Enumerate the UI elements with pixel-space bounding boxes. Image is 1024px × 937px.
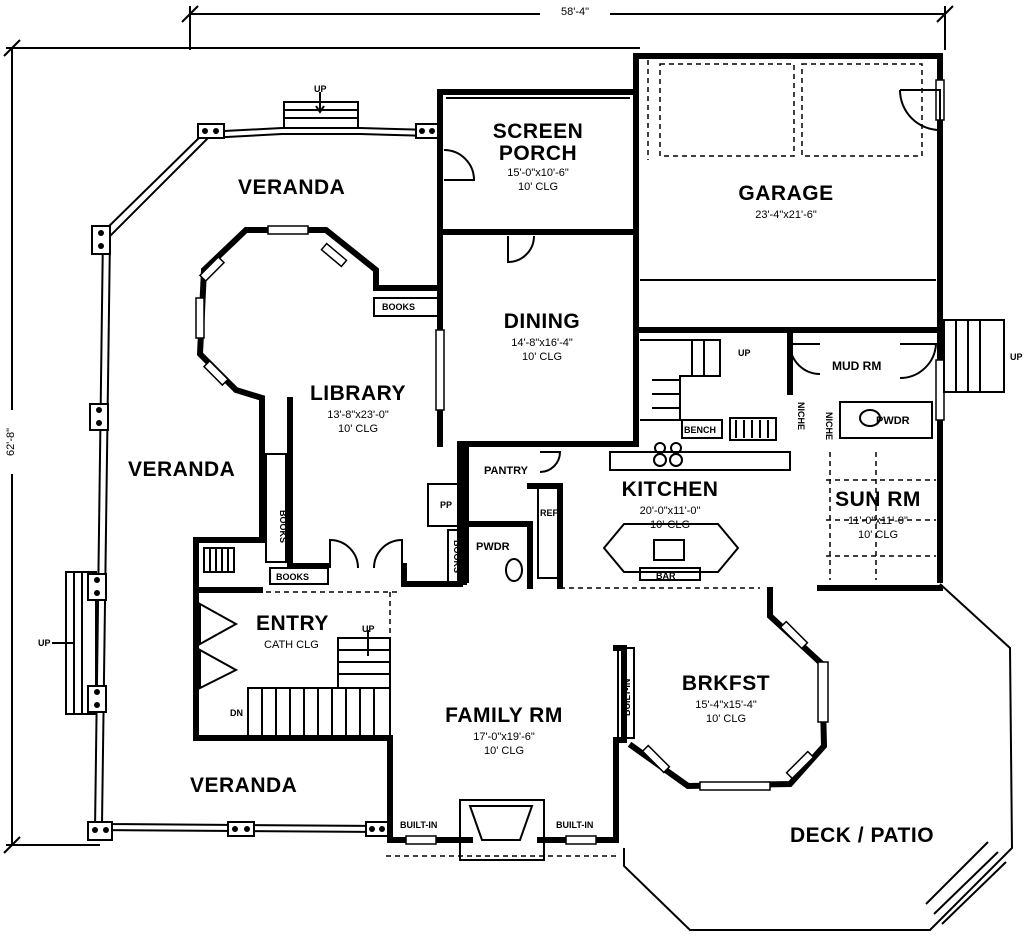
deck-patio-label: DECK / PATIO [790, 824, 934, 847]
library-ceiling: 10' CLG [338, 423, 378, 435]
bar-label: BAR [656, 571, 676, 581]
overall-width-label: 58'-4" [561, 6, 589, 18]
overall-depth-label: 62'-8" [5, 428, 17, 456]
sun-rm-label: SUN RM [835, 488, 921, 511]
pantry-label: PANTRY [484, 465, 529, 477]
brkfst-label: BRKFST [682, 672, 770, 695]
library-size: 13'-8"x23'-0" [327, 409, 389, 421]
screen-porch-label-2: PORCH [499, 142, 577, 165]
family-rm-label: FAMILY RM [445, 704, 563, 727]
books-label-top: BOOKS [382, 302, 415, 312]
veranda-posts [87, 123, 439, 841]
ref-label: REF [540, 508, 559, 518]
sun-rm-size: 11'-0"x11'-0" [848, 515, 908, 527]
pp-label: PP [440, 500, 452, 510]
pwdr-label-kitchen: PWDR [476, 541, 510, 553]
veranda-up-label-top: UP [314, 84, 327, 94]
stair-up-label-kitchen: UP [738, 348, 751, 358]
kitchen-ceiling: 10' CLG [650, 519, 690, 531]
screen-porch-size: 15'-0"x10'-6" [507, 167, 569, 179]
built-in-label-right: BUILT-IN [556, 820, 593, 830]
built-in-label-left: BUILT-IN [400, 820, 437, 830]
screen-porch-ceiling: 10' CLG [518, 181, 558, 193]
niche-label-1: NICHE [796, 402, 806, 430]
family-rm-size: 17'-0"x19'-6" [473, 731, 535, 743]
brkfst-size: 15'-4"x15'-4" [695, 699, 757, 711]
veranda-left-steps [52, 571, 97, 715]
dining-ceiling: 10' CLG [522, 351, 562, 363]
dining-label: DINING [504, 310, 581, 333]
pwdr-label-sun: PWDR [876, 415, 910, 427]
dining-size: 14'-8"x16'-4" [511, 337, 573, 349]
garage-size: 23'-4"x21'-6" [755, 209, 817, 221]
veranda-bottom-label: VERANDA [190, 774, 297, 797]
veranda-top-label: VERANDA [238, 176, 345, 199]
annotation-labels: BOOKS BOOKS BOOKS BOOKS PP REF BAR BENCH… [230, 302, 1023, 830]
built-in-label-family: BUILT-IN [622, 679, 632, 716]
brkfst-ceiling: 10' CLG [706, 713, 746, 725]
bench-label: BENCH [684, 425, 716, 435]
library-label: LIBRARY [310, 382, 406, 405]
kitchen-label: KITCHEN [622, 478, 719, 501]
garage-doors [647, 60, 923, 160]
fixtures [203, 297, 1005, 861]
kitchen-size: 20'-0"x11'-0" [640, 505, 701, 517]
family-rm-ceiling: 10' CLG [484, 745, 524, 757]
veranda-top-steps [283, 92, 359, 129]
deck-outline [623, 583, 1014, 931]
entry-label: ENTRY [256, 612, 329, 635]
mud-up-label: UP [1010, 352, 1023, 362]
books-label-left: BOOKS [278, 510, 288, 543]
veranda-left-label: VERANDA [128, 458, 235, 481]
room-labels: VERANDA VERANDA VERANDA SCREEN PORCH 15'… [128, 120, 934, 847]
windows [195, 79, 945, 845]
books-label-bottom: BOOKS [276, 572, 309, 582]
stair-up-label-entry: UP [362, 624, 375, 634]
garage-label: GARAGE [738, 182, 833, 205]
mud-rm-label: MUD RM [832, 359, 881, 373]
screen-porch-label-1: SCREEN [493, 120, 584, 143]
entry-ceiling: CATH CLG [264, 639, 319, 651]
veranda-up-label-left: UP [38, 638, 51, 648]
niche-label-2: NICHE [824, 412, 834, 440]
sun-rm-ceiling: 10' CLG [858, 529, 898, 541]
books-label-pwdr: BOOKS [452, 540, 462, 573]
door-swings [199, 89, 941, 690]
stair-dn-label: DN [230, 708, 243, 718]
